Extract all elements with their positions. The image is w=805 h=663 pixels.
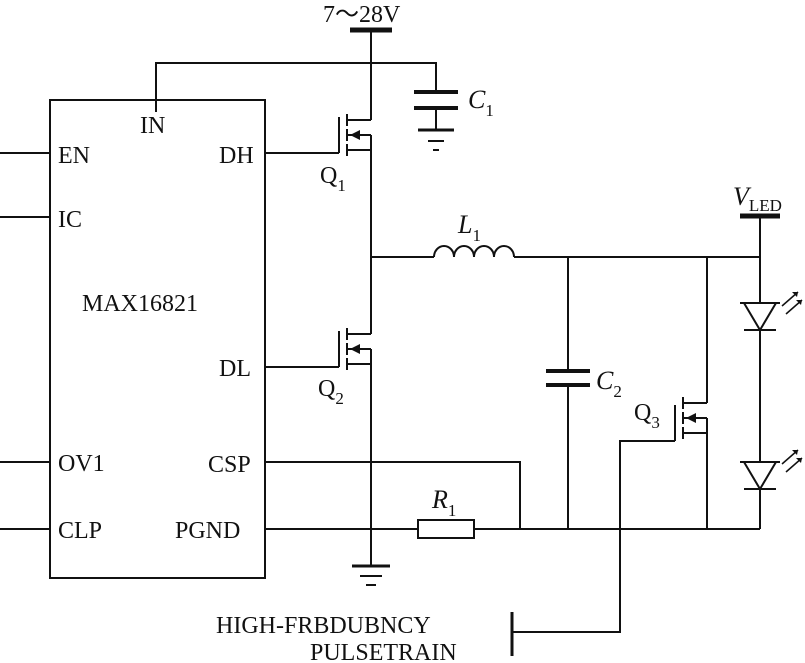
pin-ov1-label: OV1 — [58, 451, 105, 477]
capacitor-c1 — [414, 90, 458, 151]
led-1 — [740, 291, 803, 332]
q1-arrow — [350, 130, 360, 140]
pin-pgnd-label: PGND — [175, 518, 240, 544]
vled-label: VLED — [733, 182, 782, 215]
supply-label: 7～28V — [323, 2, 401, 28]
inductor-l1 — [433, 245, 515, 258]
pin-ic-label: IC — [58, 207, 82, 233]
c2-label: C2 — [596, 366, 622, 401]
pin-in-label: IN — [140, 113, 165, 139]
pin-dh-label: DH — [219, 143, 254, 169]
q1-label: Q1 — [320, 163, 346, 195]
pin-csp-label: CSP — [208, 452, 251, 478]
ic-name: MAX16821 — [82, 291, 198, 317]
q2-arrow — [350, 344, 360, 354]
pin-dl-label: DL — [219, 356, 251, 382]
ic-body — [49, 99, 266, 579]
left-pin-wires — [0, 152, 50, 530]
pin-clp-label: CLP — [58, 518, 102, 544]
capacitor-c2 — [546, 257, 590, 529]
mosfet-q3 — [512, 257, 708, 633]
ground-symbol — [352, 564, 390, 586]
mosfet-q2 — [265, 328, 372, 370]
c1-label: C1 — [468, 85, 494, 120]
q3-arrow — [686, 413, 696, 423]
led-2 — [740, 449, 803, 491]
r1-label: R1 — [431, 485, 456, 520]
in-wire — [155, 62, 437, 112]
pulse-label-line2: PULSETRAIN — [310, 640, 457, 663]
resistor-r1 — [417, 519, 475, 539]
q3-label: Q3 — [634, 400, 660, 432]
l1-label: L1 — [457, 210, 481, 245]
q2-label: Q2 — [318, 376, 344, 408]
csp-wire — [265, 461, 521, 529]
pulse-label-line1: HIGH-FRBDUBNCY — [216, 613, 431, 639]
pin-en-label: EN — [58, 143, 90, 169]
